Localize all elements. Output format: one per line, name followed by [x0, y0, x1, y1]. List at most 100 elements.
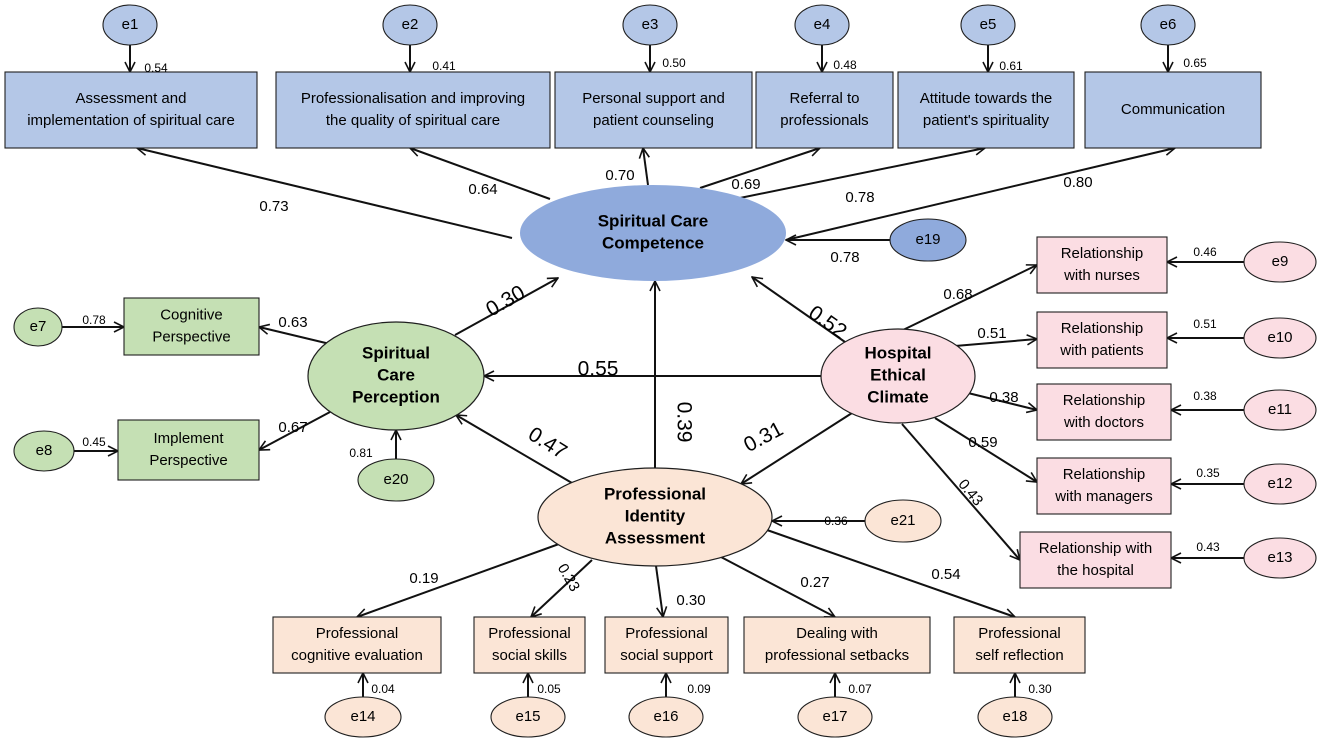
- indicator-professionalisation-label-line: Professionalisation and improving: [301, 90, 525, 107]
- indicator-rel-managers-label-line: Relationship: [1063, 466, 1146, 483]
- path-edge-scp-to-scc: [454, 277, 558, 336]
- indicator-social-skills-box: [473, 616, 586, 674]
- indicator-personal-support-label-line: patient counseling: [593, 112, 714, 129]
- error-value-e7: 0.78: [82, 313, 106, 327]
- indicator-rel-doctors-label-line: with doctors: [1063, 414, 1144, 431]
- error-e10: e10: [1243, 317, 1317, 359]
- error-e2: e2: [382, 4, 438, 46]
- loading-label-social-support: 0.30: [676, 592, 705, 609]
- indicator-professionalisation: Professionalisation and improving the qua…: [275, 71, 551, 149]
- loading-label-rel-patients: 0.51: [977, 325, 1006, 342]
- indicator-implement-perspective-box: [117, 419, 260, 481]
- loading-edge-rel-nurses: [902, 265, 1037, 331]
- error-e14-label: e14: [350, 708, 375, 725]
- error-value-e17: 0.07: [848, 682, 872, 696]
- loading-label-professionalisation: 0.64: [468, 181, 497, 198]
- labels-layer: 0.730.540.640.410.700.500.690.480.780.61…: [82, 56, 1220, 696]
- indicator-rel-patients-label-line: with patients: [1059, 342, 1143, 359]
- path-edge-hec-to-pia: [741, 412, 853, 484]
- error-e1-ellipse: [102, 4, 158, 46]
- disturbance-e21-ellipse: [864, 499, 942, 543]
- error-e2-ellipse: [382, 4, 438, 46]
- error-e8: e8: [13, 430, 75, 472]
- loading-label-attitude: 0.78: [845, 189, 874, 206]
- latent-pia-label-line: Professional: [604, 484, 706, 503]
- error-e14-ellipse: [324, 696, 402, 738]
- error-e5-ellipse: [960, 4, 1016, 46]
- error-e1-label: e1: [122, 16, 139, 33]
- path-coef-hec-to-scc: 0.52: [804, 301, 851, 343]
- error-e8-label: e8: [36, 442, 53, 459]
- loading-edge-implement-perspective: [259, 411, 331, 451]
- error-e4-label: e4: [814, 16, 831, 33]
- error-e17-ellipse: [797, 696, 873, 738]
- error-value-e16: 0.09: [687, 682, 711, 696]
- disturbance-e20-ellipse: [357, 458, 435, 502]
- latent-pia-label-line: Identity: [625, 506, 686, 525]
- error-e18-label: e18: [1002, 708, 1027, 725]
- indicator-professionalisation-label-line: the quality of spiritual care: [326, 112, 500, 129]
- loading-edge-personal-support: [643, 148, 648, 186]
- disturbance-e21: e21: [864, 499, 942, 543]
- indicator-self-reflection-label-line: self reflection: [975, 647, 1063, 664]
- error-value-e9: 0.46: [1193, 245, 1217, 259]
- error-e6-label: e6: [1160, 16, 1177, 33]
- loading-label-rel-hospital: 0.43: [955, 476, 987, 509]
- error-value-e18: 0.30: [1028, 682, 1052, 696]
- error-e10-ellipse: [1243, 317, 1317, 359]
- loading-edge-rel-hospital: [901, 423, 1020, 560]
- error-e9: e9: [1243, 241, 1317, 283]
- indicator-referral-label-line: professionals: [780, 112, 868, 129]
- loading-edge-setbacks: [720, 556, 835, 618]
- indicator-social-support-box: [604, 616, 729, 674]
- latent-pia-label-line: Assessment: [605, 528, 706, 547]
- disturbance-value-e19: 0.78: [830, 249, 859, 266]
- path-edge-hec-to-scc: [752, 277, 846, 343]
- error-value-e2: 0.41: [432, 59, 456, 73]
- loading-label-self-reflection: 0.54: [931, 566, 960, 583]
- indicator-rel-managers: Relationship with managers: [1036, 457, 1172, 515]
- indicator-rel-managers-label-line: with managers: [1054, 488, 1153, 505]
- error-value-e8: 0.45: [82, 435, 106, 449]
- latent-hec-label-line: Ethical: [870, 365, 926, 384]
- error-e5-label: e5: [980, 16, 997, 33]
- indicator-rel-hospital-box: [1019, 531, 1172, 589]
- loading-edge-attitude: [734, 148, 985, 200]
- indicator-assessment-label-line: Assessment and: [76, 90, 187, 107]
- loading-edge-assessment: [137, 148, 513, 239]
- error-e16: e16: [628, 696, 704, 738]
- indicator-communication: Communication: [1084, 71, 1262, 149]
- indicator-cognitive-perspective-box: [123, 297, 260, 356]
- error-e4-ellipse: [794, 4, 850, 46]
- path-coef-scp-to-scc: 0.30: [482, 281, 529, 321]
- error-e6: e6: [1140, 4, 1196, 46]
- indicator-social-support-label-line: social support: [620, 647, 713, 664]
- indicator-social-skills-label-line: Professional: [488, 625, 571, 642]
- error-e7: e7: [13, 307, 63, 347]
- error-e11-label: e11: [1268, 401, 1292, 418]
- error-value-e14: 0.04: [371, 682, 395, 696]
- indicator-professionalisation-label: Professionalisation and improving the qua…: [301, 90, 525, 129]
- indicator-referral-box: [755, 71, 894, 149]
- error-value-e5: 0.61: [999, 59, 1023, 73]
- error-e16-label: e16: [653, 708, 678, 725]
- error-e12-ellipse: [1243, 463, 1317, 505]
- loading-edge-social-support: [655, 565, 663, 617]
- latent-scp-ellipse: [307, 321, 485, 431]
- indicator-referral-label-line: Referral to: [789, 90, 859, 107]
- indicator-cognitive-evaluation-label-line: cognitive evaluation: [291, 647, 423, 664]
